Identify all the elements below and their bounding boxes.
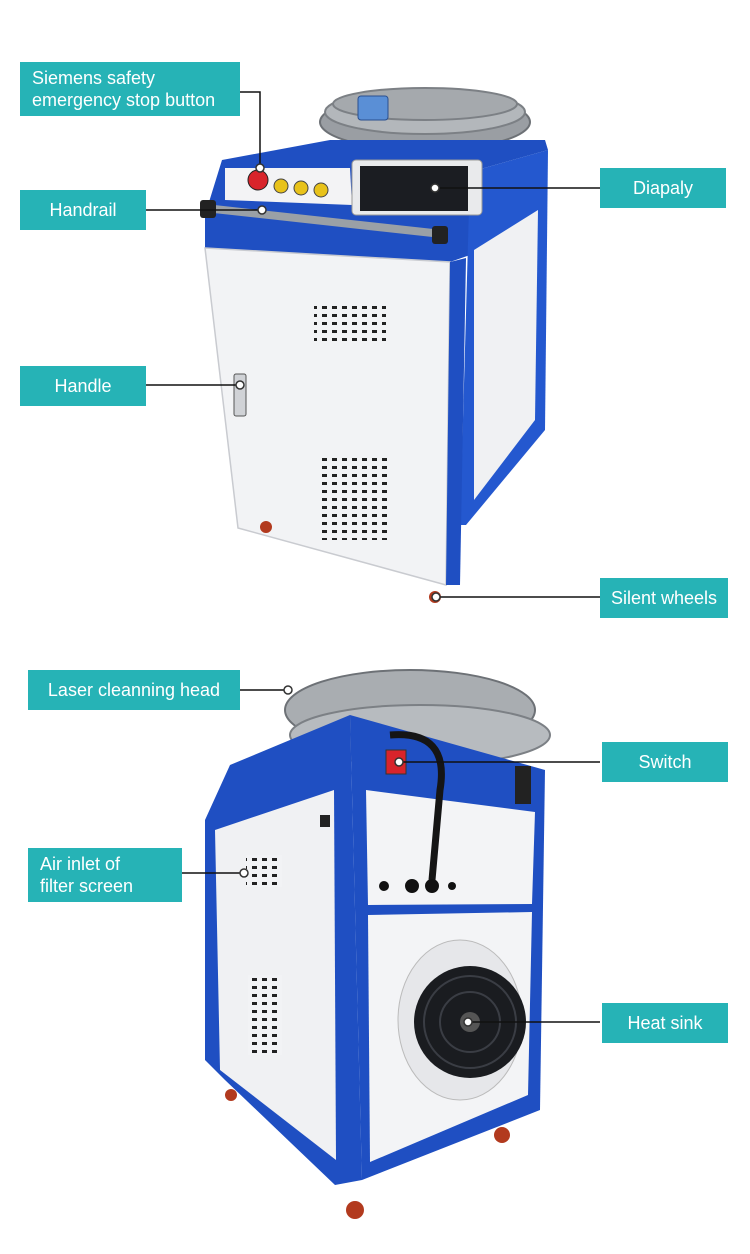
leader-lines xyxy=(146,91,600,1027)
handrail-label: Handrail xyxy=(20,190,146,230)
air-inlet-marker xyxy=(239,868,249,878)
wheels-label: Silent wheels xyxy=(600,578,728,618)
air-inlet-label: Air inlet of filter screen xyxy=(28,848,182,902)
handle-marker xyxy=(235,380,245,390)
laser-head-label: Laser cleanning head xyxy=(28,670,240,710)
rear-machine xyxy=(205,669,551,1219)
heat-sink-label: Heat sink xyxy=(602,1003,728,1043)
heat-sink-marker xyxy=(463,1017,473,1027)
estop-label: Siemens safety emergency stop button xyxy=(20,62,240,116)
handrail-marker xyxy=(257,205,267,215)
estop-marker xyxy=(255,163,265,173)
laser-head-marker xyxy=(283,685,293,695)
switch-marker xyxy=(394,757,404,767)
wheels-marker xyxy=(431,592,441,602)
display-marker xyxy=(430,183,440,193)
handle-label: Handle xyxy=(20,366,146,406)
front-machine xyxy=(200,87,548,603)
switch-label: Switch xyxy=(602,742,728,782)
display-label: Diapaly xyxy=(600,168,726,208)
